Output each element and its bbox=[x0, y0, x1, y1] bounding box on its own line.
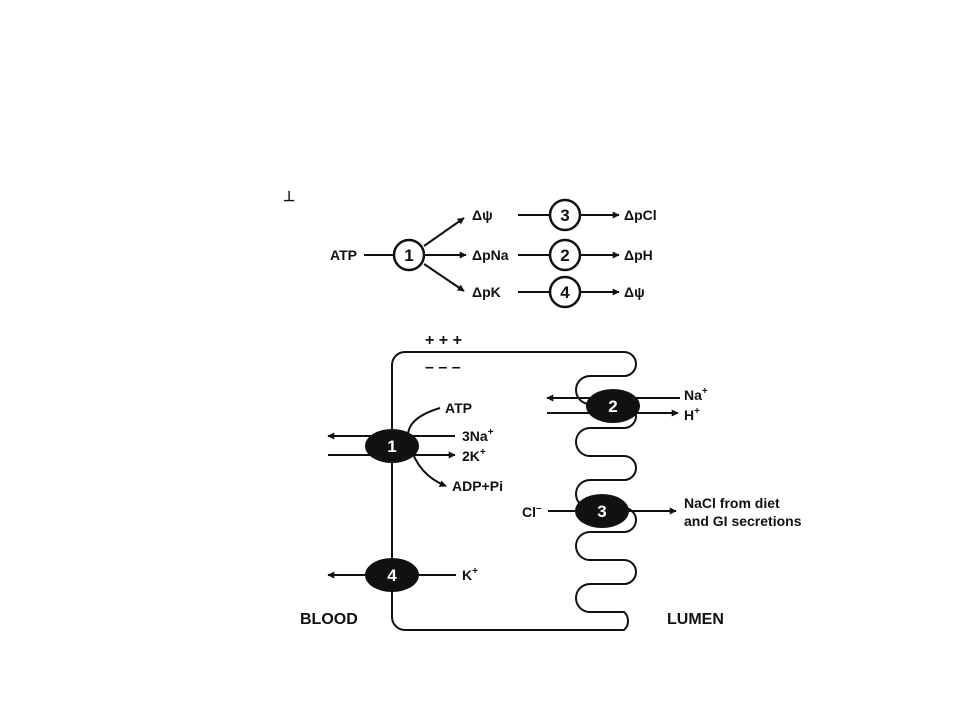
blood-label: BLOOD bbox=[300, 611, 358, 628]
scheme-pump-1 bbox=[392, 238, 426, 272]
membrane-plus-signs: + + + bbox=[425, 332, 462, 349]
cell-atp-label: ATP bbox=[445, 400, 472, 416]
scheme-arrow-pk bbox=[423, 263, 465, 292]
membrane-minus-signs: – – – bbox=[425, 359, 461, 376]
corner-marker: ⊥ bbox=[283, 188, 295, 204]
scheme-atp-label: ATP bbox=[330, 247, 357, 263]
scheme-pump-2-label: 2 bbox=[560, 246, 569, 265]
lumen-h-label: H+ bbox=[684, 406, 700, 423]
lumen-na-label: Na+ bbox=[684, 386, 708, 403]
pump-1 bbox=[365, 429, 419, 463]
scheme-ph-label: ΔpH bbox=[624, 247, 653, 263]
cell-cl-label: Cl– bbox=[522, 503, 542, 520]
nacl-source-line-1: NaCl from diet bbox=[684, 495, 780, 511]
scheme-pna-label: ΔpNa bbox=[472, 247, 509, 263]
cell-adp-label: ADP+Pi bbox=[452, 478, 503, 494]
scheme-arrow-psi bbox=[423, 217, 465, 247]
scheme-pump-3-label: 3 bbox=[560, 206, 569, 225]
pump-4-label: 4 bbox=[387, 566, 397, 585]
cell-2k-label: 2K+ bbox=[462, 447, 486, 464]
scheme-pk-label: ΔpK bbox=[472, 284, 501, 300]
cell-diagram: + + + – – – 1 ATP 3Na+ 2K+ ADP+Pi 2 Na+ … bbox=[300, 332, 802, 631]
scheme-pump-4-label: 4 bbox=[560, 283, 570, 302]
pump-1-label: 1 bbox=[387, 437, 396, 456]
pump-2-label: 2 bbox=[608, 397, 617, 416]
cell-k-label: K+ bbox=[462, 566, 478, 583]
pump-4 bbox=[365, 558, 419, 592]
cell-3na-label: 3Na+ bbox=[462, 427, 494, 444]
scheme-pcl-label: ΔpCl bbox=[624, 207, 657, 223]
scheme-psi-label: Δψ bbox=[472, 207, 493, 223]
pump-2 bbox=[586, 389, 640, 423]
pump-3-label: 3 bbox=[597, 502, 606, 521]
pump-3 bbox=[575, 494, 629, 528]
scheme-psi2-label: Δψ bbox=[624, 284, 645, 300]
reaction-scheme: ATP 1 Δψ ΔpNa ΔpK 3 2 4 ΔpCl ΔpH Δψ bbox=[330, 198, 657, 309]
scheme-pump-1-label: 1 bbox=[404, 246, 413, 265]
nacl-source-line-2: and GI secretions bbox=[684, 513, 802, 529]
lumen-label: LUMEN bbox=[667, 611, 724, 628]
